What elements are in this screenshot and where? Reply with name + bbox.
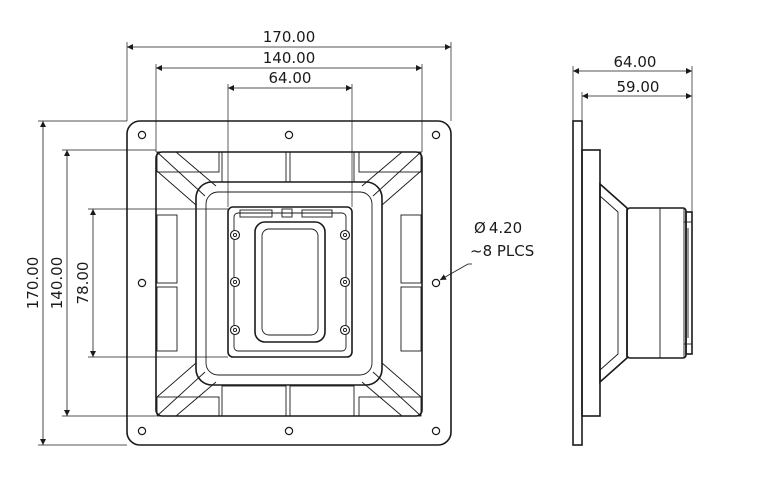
terminal-strip: [239, 208, 333, 218]
dim-front-height-140: 140.00: [48, 257, 66, 310]
front-corner-flares: [156, 151, 422, 417]
mounting-holes: [137, 130, 441, 436]
front-flange-outline: [126, 120, 452, 446]
side-horn-base: [581, 149, 601, 417]
dim-front-width-64: 64.00: [269, 69, 312, 87]
dim-side-depth-64: 64.00: [614, 53, 657, 71]
side-horn-body: [599, 182, 628, 384]
side-horizontal-dimensions: [572, 66, 693, 212]
hole-callout-count: ~8 PLCS: [470, 242, 534, 260]
side-driver-body: [626, 207, 687, 359]
dim-front-height-78: 78.00: [74, 262, 92, 305]
front-horn-wall: [195, 181, 383, 386]
front-view: 170.00 140.00 64.00 170.00 140.00 78.00 …: [24, 28, 534, 446]
dim-side-depth-59: 59.00: [617, 78, 660, 96]
driver-plate: [227, 206, 353, 358]
front-horn-mouth: [155, 151, 423, 417]
side-driver-cap: [685, 211, 693, 355]
dim-front-width-140: 140.00: [263, 49, 316, 67]
front-horizontal-dimensions: [126, 42, 452, 207]
side-view: 64.00 59.00: [572, 53, 693, 446]
driver-screws: [229, 229, 351, 336]
dim-front-height-170: 170.00: [24, 257, 42, 310]
side-flange: [572, 120, 583, 446]
dim-front-width-170: 170.00: [263, 28, 316, 46]
front-vertical-dimensions: [38, 120, 228, 446]
hole-callout-leader: [439, 263, 472, 281]
driver-throat-slot: [254, 221, 326, 343]
